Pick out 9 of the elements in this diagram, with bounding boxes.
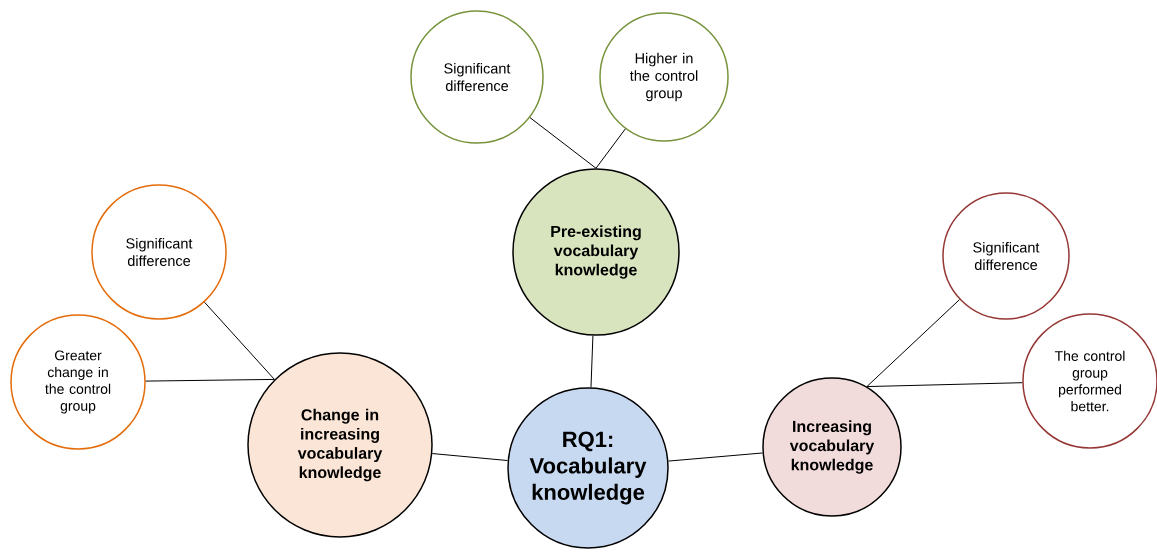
connector-line bbox=[145, 378, 275, 382]
connector-line bbox=[866, 299, 960, 388]
connector-line bbox=[590, 335, 594, 388]
connector-line bbox=[431, 453, 509, 462]
connector-line bbox=[204, 301, 275, 380]
connector-line bbox=[866, 382, 1023, 388]
connector-line bbox=[529, 117, 597, 169]
connector-line bbox=[667, 452, 763, 462]
connector-line bbox=[595, 128, 626, 169]
